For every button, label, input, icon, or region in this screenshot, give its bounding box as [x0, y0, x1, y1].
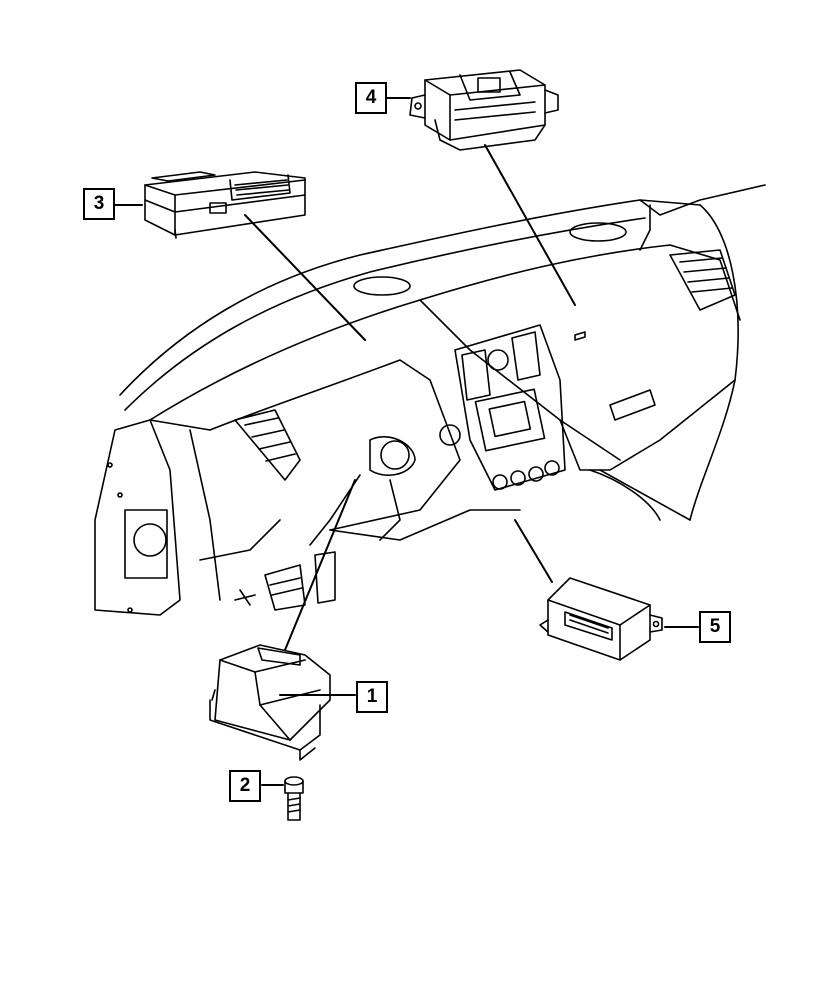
leader-4-to-dash [484, 144, 576, 306]
leader-5-to-dash [514, 519, 553, 583]
callout-label: 4 [365, 87, 377, 108]
callout-label: 1 [366, 686, 378, 707]
dashboard-outline [94, 184, 766, 616]
part-3-module-drawing [144, 171, 306, 239]
callout-label: 2 [239, 775, 251, 796]
callout-2: 2 [229, 770, 261, 802]
callout-3: 3 [83, 188, 115, 220]
callout-label: 5 [709, 616, 721, 637]
leader-1-to-dash [284, 479, 356, 651]
callout-label: 3 [93, 193, 105, 214]
part-4-module-drawing [409, 69, 559, 151]
callout-4: 4 [355, 82, 387, 114]
part-1-module-drawing [209, 644, 331, 761]
callout-1: 1 [356, 681, 388, 713]
leader-3-to-dash [244, 214, 366, 341]
leader-lines [114, 97, 699, 786]
part-2-screw-drawing [284, 776, 304, 821]
callout-5: 5 [699, 611, 731, 643]
part-5-module-drawing [539, 577, 663, 661]
